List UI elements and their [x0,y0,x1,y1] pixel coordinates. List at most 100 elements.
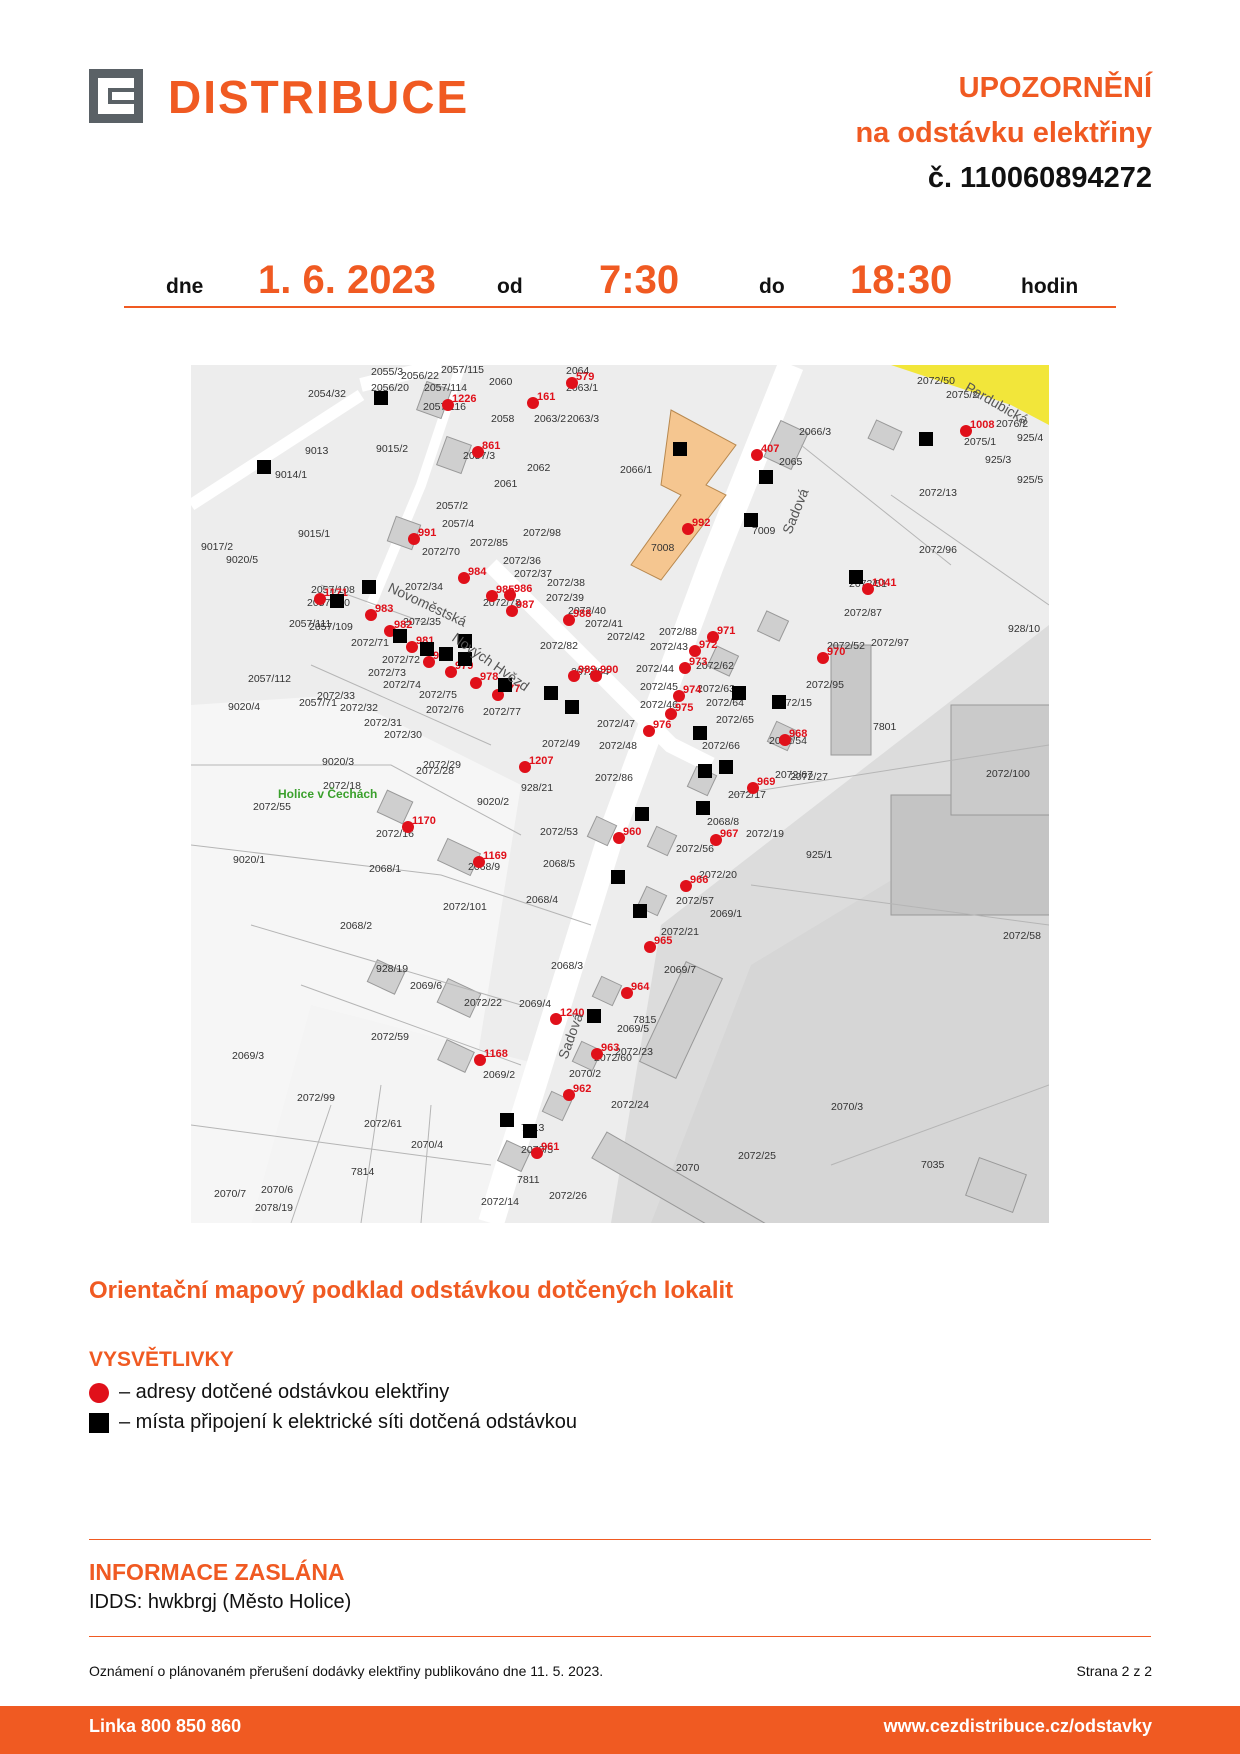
parcel-label: 2066/3 [799,426,831,438]
affected-address-dot [504,589,516,601]
affected-address-label: 968 [789,728,807,740]
parcel-label: 2064 [566,365,590,377]
parcel-label: 2057/108 [311,584,355,596]
affected-address-dot [779,734,791,746]
parcel-label: 2072/47 [597,718,635,730]
connection-point-square [500,1113,514,1127]
parcel-label: 2072/97 [871,637,909,649]
connection-point-square [565,700,579,714]
connection-point-square [693,726,707,740]
parcel-label: 2072/59 [371,1031,409,1043]
parcel-label: 7814 [351,1166,375,1178]
parcel-label: 2072/98 [523,527,561,539]
parcel-label: 2072/14 [481,1196,519,1208]
notice-title: UPOZORNĚNÍ [958,72,1152,104]
map-caption: Orientační mapový podklad odstávkou dotč… [89,1277,734,1304]
affected-address-dot [458,572,470,584]
info-title: INFORMACE ZASLÁNA [89,1559,345,1585]
affected-address-label: 1008 [970,419,994,431]
parcel-label: 2072/23 [615,1046,653,1058]
parcel-label: 2068/1 [369,863,401,875]
parcel-label: 9014/1 [275,469,307,481]
parcel-label: 7811 [517,1174,540,1186]
parcel-label: 928/21 [521,782,553,794]
parcel-label: 7008 [651,542,675,554]
parcel-label: 2072/95 [806,679,844,691]
affected-address-dot [423,656,435,668]
website-link[interactable]: www.cezdistribuce.cz/odstavky [883,1716,1152,1736]
affected-address-dot [680,880,692,892]
affected-address-label: 978 [480,671,498,683]
affected-address-label: 964 [631,981,650,993]
affected-address-dot [506,605,518,617]
affected-address-label: 976 [653,719,671,731]
connection-point-square [732,686,746,700]
affected-address-label: 988 [573,608,591,620]
affected-address-label: 960 [623,826,641,838]
hotline-text: Linka 800 850 860 [89,1716,242,1736]
affected-address-label: 967 [720,828,738,840]
parcel-label: 2072/66 [702,740,740,752]
parcel-label: 2072/45 [640,681,678,693]
parcel-label: 2057/71 [299,697,337,709]
parcel-label: 2070 [676,1162,700,1174]
parcel-label: 2072/49 [542,738,580,750]
connection-point-square [458,652,472,666]
affected-address-label: 1170 [412,815,436,827]
parcel-label: 2072/67 [775,769,813,781]
parcel-label: 2070/7 [214,1188,246,1200]
parcel-label: 2072/61 [364,1118,402,1130]
affected-address-dot [707,631,719,643]
parcel-label: 2068/8 [707,816,739,828]
connection-point-square [420,642,434,656]
parcel-label: 2072/22 [464,997,502,1009]
parcel-label: 2072/13 [919,487,957,499]
parcel-label: 2068/5 [543,858,575,870]
parcel-label: 2057/2 [436,500,468,512]
parcel-label: 2070/3 [831,1101,863,1113]
affected-address-dot [643,725,655,737]
affected-address-dot [751,449,763,461]
page-number: Strana 2 z 2 [1076,1663,1153,1679]
parcel-label: 2072/82 [540,640,578,652]
bottom-bar [0,1706,1240,1754]
parcel-label: 928/10 [1008,623,1040,635]
parcel-label: 2070/6 [261,1184,293,1196]
affected-address-dot [442,399,454,411]
affected-address-dot [689,645,701,657]
cez-logo-mark [89,69,143,123]
affected-address-label: 969 [757,776,775,788]
parcel-label: 2062 [527,462,551,474]
affected-address-dot [314,593,326,605]
label-day: dne [166,275,204,298]
connection-point-square [498,678,512,692]
time-from: 7:30 [599,258,680,302]
affected-address-dot [679,662,691,674]
connection-point-square [393,629,407,643]
legend-title: VYSVĚTLIVKY [89,1348,234,1371]
parcel-label: 2069/2 [483,1069,515,1081]
parcel-label: 2072/56 [676,843,714,855]
affected-address-dot [566,377,578,389]
affected-address-dot [527,397,539,409]
parcel-label: 2069/1 [710,908,742,920]
affected-address-dot [862,583,874,595]
parcel-label: 2072/48 [599,740,637,752]
parcel-label: 2072/63 [697,683,735,695]
parcel-label: 7815 [633,1014,657,1026]
connection-point-square [257,460,271,474]
parcel-label: 925/1 [806,849,832,861]
affected-address-dot [563,1089,575,1101]
parcel-label: 9020/4 [228,701,260,713]
affected-address-dot [365,609,377,621]
parcel-label: 2069/3 [232,1050,264,1062]
parcel-label: 2076/2 [996,418,1028,430]
parcel-label: 9015/2 [376,443,408,455]
affected-address-label: 984 [468,566,487,578]
parcel-label: 2072/50 [917,375,955,387]
affected-address-dot [568,670,580,682]
parcel-label: 2072/44 [636,663,674,675]
affected-address-label: 966 [690,874,708,886]
parcel-label: 2072/87 [844,607,882,619]
